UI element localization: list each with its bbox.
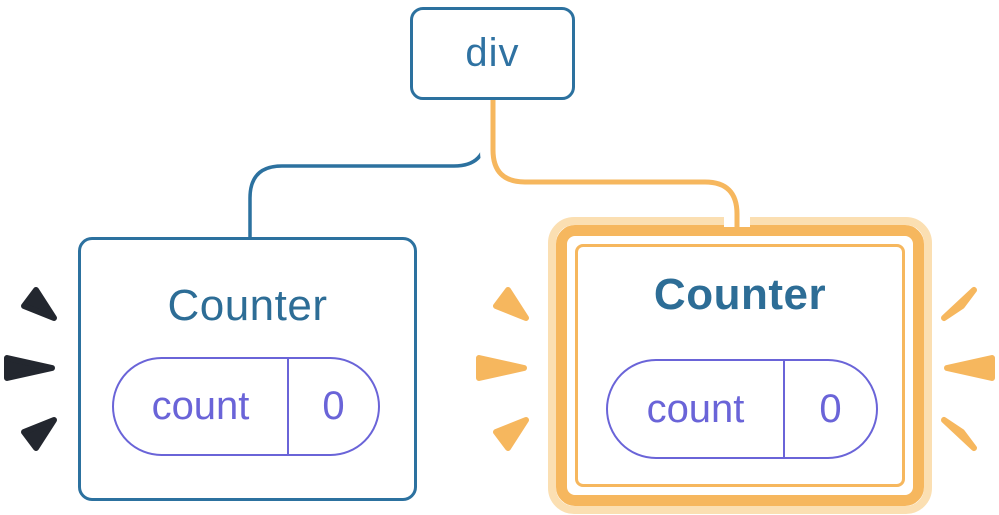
burst-right-inner-group xyxy=(476,287,529,451)
connector-right-line xyxy=(490,100,740,229)
burst-icon xyxy=(476,355,527,381)
counter-title: Counter xyxy=(653,270,827,319)
root-node-div: div xyxy=(410,7,575,100)
burst-icon xyxy=(944,355,995,381)
connector-right-casing xyxy=(480,100,750,227)
burst-icon xyxy=(941,417,977,451)
state-key: count xyxy=(608,361,785,457)
connector-left-line xyxy=(248,100,488,240)
state-pill: count 0 xyxy=(606,359,878,459)
state-value: 0 xyxy=(819,386,842,431)
burst-icon xyxy=(21,287,57,321)
state-pill: count 0 xyxy=(112,357,380,456)
burst-right-outer-group xyxy=(941,287,995,451)
state-key: count xyxy=(114,359,289,454)
root-node-label: div xyxy=(465,31,520,75)
counter-title: Counter xyxy=(167,281,328,330)
burst-left-group xyxy=(4,287,57,451)
burst-icon xyxy=(941,287,977,321)
burst-icon xyxy=(493,287,529,321)
counter-node-left: Counter count 0 xyxy=(78,237,417,501)
burst-icon xyxy=(4,355,55,381)
card-content: Counter count 0 xyxy=(556,225,924,506)
burst-icon xyxy=(493,417,529,451)
burst-icon xyxy=(21,417,57,451)
state-value: 0 xyxy=(322,384,345,428)
